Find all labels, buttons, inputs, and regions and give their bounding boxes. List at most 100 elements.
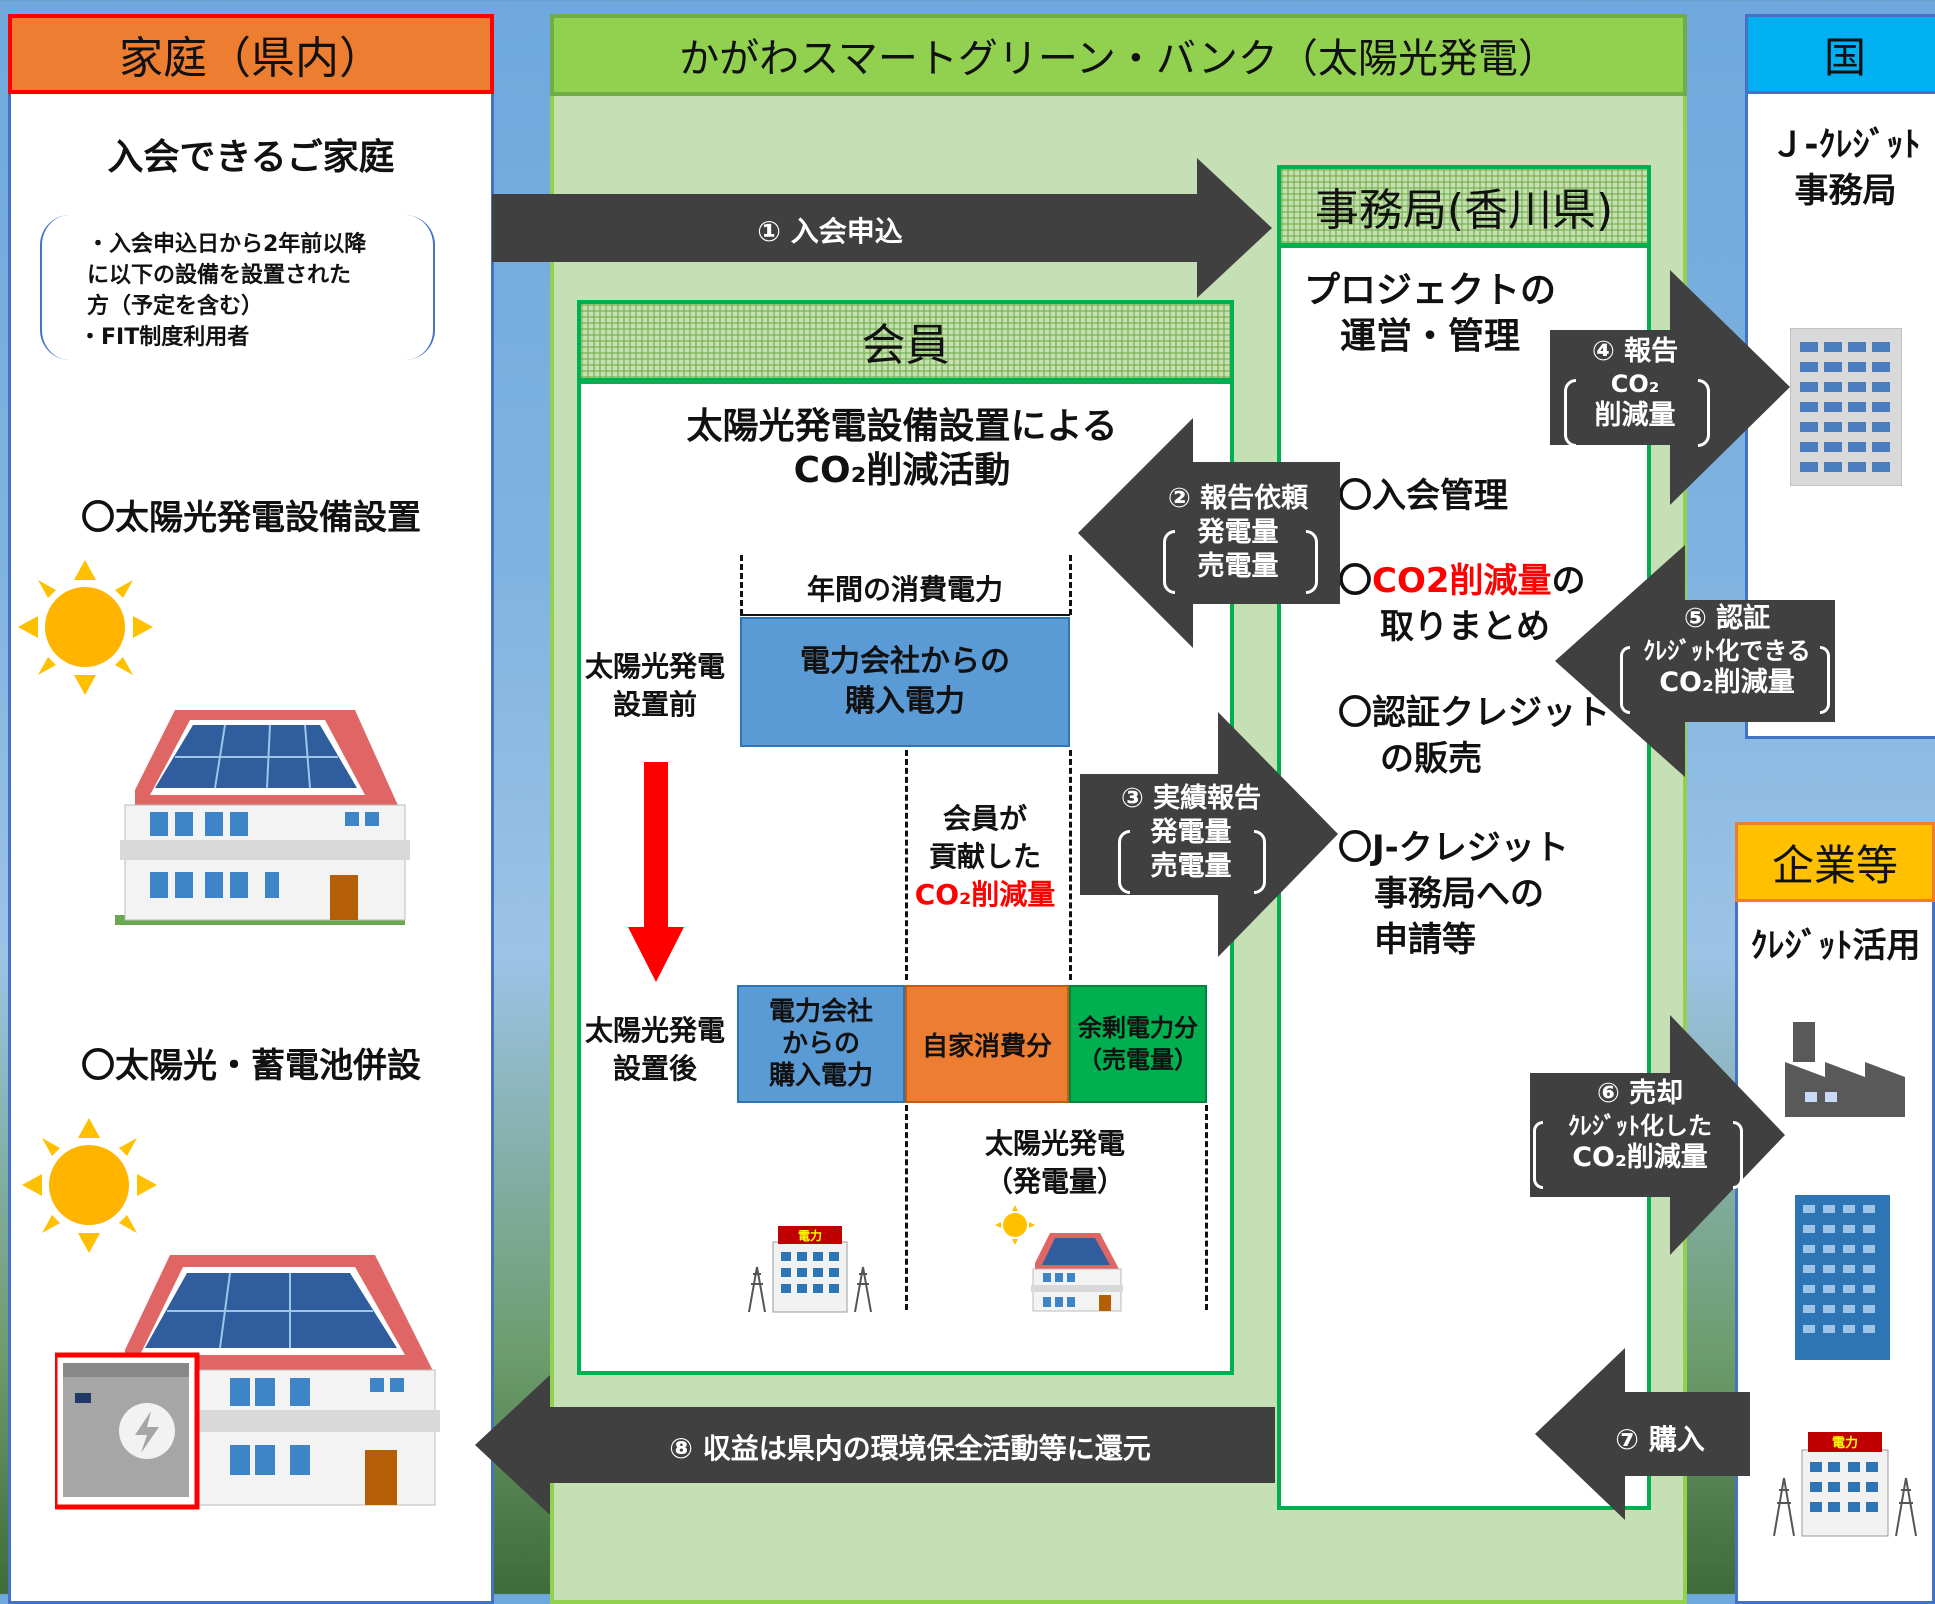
guide-line xyxy=(740,555,743,615)
arrow-2-label: ② 報告依頼 発電量 売電量 xyxy=(1148,482,1328,594)
after-label-line: 太陽光発電 xyxy=(584,1014,725,1047)
arrow-2-line: 売電量 xyxy=(1197,550,1279,582)
small-solar-house-icon xyxy=(995,1205,1123,1312)
arrow-5-line: CO₂削減量 xyxy=(1659,666,1795,698)
solar-generation-line: （発電量） xyxy=(984,1165,1125,1198)
bracket-right xyxy=(1733,1121,1743,1189)
arrow-7-purchase xyxy=(1535,1348,1750,1520)
bracket-left xyxy=(1620,646,1630,714)
power-company-icon: 電力 xyxy=(748,1226,872,1313)
after-purchase-line: 電力会社 xyxy=(768,997,873,1027)
household-title: 入会できるご家庭 xyxy=(107,137,395,178)
red-down-arrow xyxy=(628,762,684,982)
guide-line xyxy=(1205,1105,1208,1310)
arrow-3-label: ③ 実績報告 発電量 売電量 xyxy=(1096,782,1286,894)
sun-icon xyxy=(18,560,153,695)
office-item-co2-line2: 取りまとめ xyxy=(1380,607,1550,647)
office-item-line: の販売 xyxy=(1380,739,1482,779)
guide-line xyxy=(1069,555,1072,615)
office-title-line: 運営・管理 xyxy=(1339,316,1520,357)
purchase-bar-line: 電力会社からの xyxy=(800,644,1010,679)
office-item-co2-prefix: 〇 xyxy=(1338,561,1372,601)
jcredit-office-label: Ｊ-ｸﾚｼﾞｯﾄ 事務局 xyxy=(1748,122,1935,214)
factory-icon xyxy=(1785,1022,1905,1117)
surplus-line: （売電量） xyxy=(1078,1046,1198,1074)
contribution-line: 会員が xyxy=(942,802,1027,835)
office-item-co2-suffix: の xyxy=(1551,561,1586,601)
solar-generation-line: 太陽光発電 xyxy=(984,1127,1125,1160)
household-item-solar: 〇太陽光発電設備設置 xyxy=(81,498,421,538)
arrow-5-line: ｸﾚｼﾞｯﾄ化できる xyxy=(1643,636,1811,665)
jcredit-office-line: 事務局 xyxy=(1794,171,1897,211)
guide-line xyxy=(905,750,908,980)
company-header-text: 企業等 xyxy=(1771,840,1898,890)
arrow-4-label: ④ 報告 CO₂ 削減量 xyxy=(1560,335,1710,447)
arrow-2-title: ② 報告依頼 xyxy=(1167,483,1309,514)
arrow-8-label: ⑧ 収益は県内の環境保全活動等に還元 xyxy=(669,1432,1151,1465)
bracket-right xyxy=(1820,646,1830,714)
arrow-6-line: CO₂削減量 xyxy=(1572,1141,1708,1173)
self-use-bar: 自家消費分 xyxy=(905,985,1069,1103)
guide-line xyxy=(905,1105,908,1310)
annual-consumption-label: 年間の消費電力 xyxy=(806,573,1003,606)
office-item-membership: 〇入会管理 xyxy=(1338,476,1508,516)
office-item-line: 申請等 xyxy=(1374,920,1476,960)
surplus-line: 余剰電力分 xyxy=(1078,1014,1198,1042)
bracket-left xyxy=(1533,1121,1543,1189)
after-label: 太陽光発電 設置後 xyxy=(580,1012,730,1088)
office-header: 事務局(香川県) xyxy=(1277,165,1651,247)
office-item-line: 〇認証クレジット xyxy=(1338,693,1610,733)
contribution-label: 会員が 貢献した CO₂削減量 xyxy=(900,800,1070,914)
government-building-icon xyxy=(1790,328,1902,486)
arrow-1-apply xyxy=(492,158,1272,298)
cond-line: ・FIT制度利用者 xyxy=(79,325,250,350)
cond-line: に以下の設備を設置された xyxy=(87,263,352,288)
power-company-icon: 電力 xyxy=(1773,1432,1917,1537)
after-purchase-line: 購入電力 xyxy=(768,1061,873,1091)
arrow-6-line: ｸﾚｼﾞｯﾄ化した xyxy=(1568,1111,1712,1140)
arrow-6-title: ⑥ 売却 xyxy=(1596,1078,1684,1109)
arrow-4-title: ④ 報告 xyxy=(1591,336,1679,367)
self-use-text: 自家消費分 xyxy=(921,1031,1052,1062)
solar-generation-label: 太陽光発電 （発電量） xyxy=(950,1125,1160,1201)
arrow-3-report xyxy=(1080,712,1338,957)
before-label-line: 設置前 xyxy=(612,688,697,721)
power-sign-text: 電力 xyxy=(1832,1435,1858,1451)
office-title: プロジェクトの 運営・管理 xyxy=(1290,268,1570,360)
bracket-left xyxy=(1564,379,1576,447)
household-header-text: 家庭（県内） xyxy=(119,33,383,84)
contribution-red: CO₂削減量 xyxy=(914,878,1056,911)
surplus-bar: 余剰電力分 （売電量） xyxy=(1069,985,1207,1103)
arrow-5-label: ⑤ 認証 ｸﾚｼﾞｯﾄ化できる CO₂削減量 xyxy=(1620,602,1832,714)
solar-house-icon xyxy=(115,710,410,925)
purchase-bar-line: 購入電力 xyxy=(845,684,965,719)
arrow-3-line: 発電量 xyxy=(1150,816,1232,848)
guide-line xyxy=(1069,750,1072,980)
jcredit-office-line: Ｊ-ｸﾚｼﾞｯﾄ xyxy=(1770,125,1921,165)
credit-use-label: ｸﾚｼﾞｯﾄ活用 xyxy=(1750,926,1921,966)
contribution-line: 貢献した xyxy=(928,840,1041,873)
office-item-apply: 〇J-クレジット 事務局への 申請等 xyxy=(1338,825,1569,963)
arrow-4-line: 削減量 xyxy=(1594,399,1676,431)
office-title-line: プロジェクトの xyxy=(1303,270,1556,311)
purchase-bar-before: 電力会社からの 購入電力 xyxy=(740,617,1070,747)
bracket-right xyxy=(1254,830,1266,894)
arrow-7-label: ⑦ 購入 xyxy=(1615,1423,1705,1456)
office-item-co2-red: CO2削減量 xyxy=(1372,561,1552,601)
office-item-sale: 〇認証クレジット の販売 xyxy=(1338,690,1610,782)
arrow-2-line: 発電量 xyxy=(1197,516,1279,548)
after-label-line: 設置後 xyxy=(612,1052,697,1085)
company-header: 企業等 xyxy=(1735,822,1935,902)
after-purchase-line: からの xyxy=(781,1029,860,1059)
arrow-6-label: ⑥ 売却 ｸﾚｼﾞｯﾄ化した CO₂削減量 xyxy=(1533,1077,1745,1189)
arrow-5-title: ⑤ 認証 xyxy=(1683,603,1771,634)
before-label-line: 太陽光発電 xyxy=(584,650,725,683)
member-title-line: CO₂削減活動 xyxy=(793,450,1011,491)
office-header-text: 事務局(香川県) xyxy=(1314,185,1614,236)
cond-line: ・入会申込日から2年前以降 xyxy=(87,232,367,257)
arrow-2-request xyxy=(1078,418,1340,648)
purchase-bar-after: 電力会社 からの 購入電力 xyxy=(737,985,905,1103)
office-building-icon xyxy=(1795,1195,1890,1360)
bracket-left xyxy=(1163,530,1175,594)
arrow-1-label: ① 入会申込 xyxy=(757,215,903,248)
